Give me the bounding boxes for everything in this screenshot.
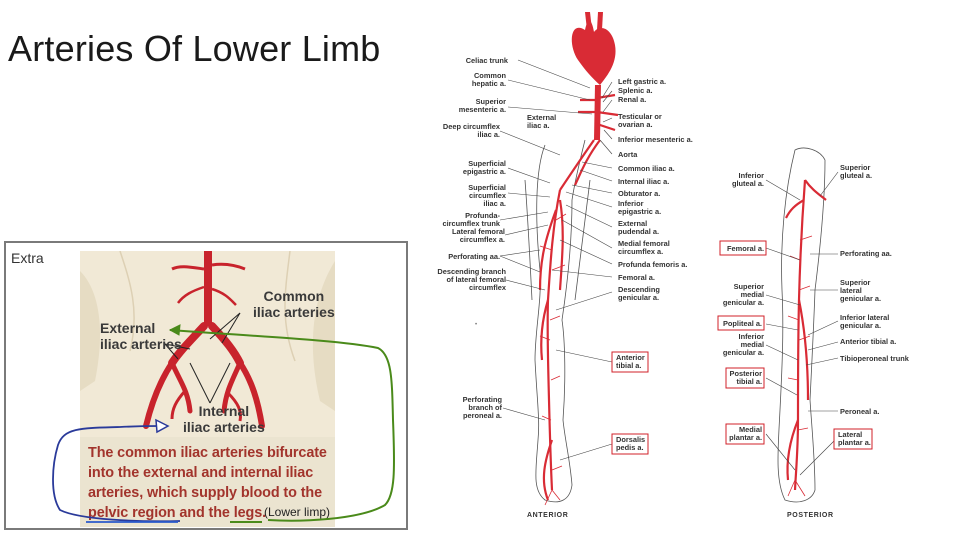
artery-label: Obturator a.	[618, 189, 660, 198]
artery-label: Popliteal a.	[723, 319, 762, 328]
artery-label: Profunda-circumflex trunk	[442, 211, 500, 228]
common-iliac-label-line1: Common	[263, 288, 325, 304]
artery-label: Femoral a.	[618, 273, 655, 282]
artery-label: Splenic a.	[618, 86, 653, 95]
anterior-leg-outline	[524, 139, 591, 503]
slide-title: Arteries Of Lower Limb	[8, 28, 381, 69]
branch-vessel	[211, 262, 246, 271]
background-tissue	[80, 271, 100, 391]
heart-shape	[571, 20, 616, 85]
anterior-small-branches	[539, 213, 567, 506]
artery-label: Tibioperoneal trunk	[840, 354, 910, 363]
background-vessel	[119, 251, 135, 352]
external-iliac-label-line1: External	[100, 320, 156, 336]
label-box	[717, 315, 765, 331]
anterior-artery-network	[538, 93, 619, 501]
label-box	[833, 428, 873, 450]
external-iliac-label-line2: iliac arteries	[100, 336, 182, 352]
anterior-view-label: ANTERIOR	[527, 512, 568, 519]
branch-vessel	[211, 287, 237, 306]
label-box	[611, 433, 649, 455]
artery-label: Peroneal a.	[840, 407, 879, 416]
artery-label: Perforating aa.	[448, 252, 500, 261]
label-box	[719, 240, 767, 256]
common-iliac-label-line2: iliac arteries	[253, 304, 335, 320]
branch-vessel	[171, 265, 205, 271]
artery-label: Celiac trunk	[466, 56, 509, 65]
artery-label: Renal a.	[618, 95, 646, 104]
artery-label: Anterior tibial a.	[840, 337, 896, 346]
artery-label: Inferior mesenteric a.	[618, 135, 693, 144]
extra-label: Extra	[11, 250, 44, 266]
artery-label: Femoral a.	[727, 244, 764, 253]
posterior-leg-outline	[777, 147, 826, 503]
artery-label: Common iliac a.	[618, 164, 675, 173]
label-box	[725, 423, 765, 445]
artery-label: Profunda femoris a.	[618, 260, 687, 269]
label-box	[611, 351, 649, 373]
branch-vessel	[177, 285, 205, 304]
aortic-arch-vessel	[597, 12, 603, 30]
left-external-iliac-vessel	[143, 360, 175, 429]
stray-mark: •	[475, 322, 477, 328]
posterior-view-label: POSTERIOR	[787, 512, 834, 519]
leader-lines	[499, 59, 839, 476]
common-iliac-label: Common iliac arteries	[253, 288, 335, 320]
posterior-artery-network	[785, 179, 827, 491]
aortic-arch-vessel	[585, 12, 592, 30]
external-iliac-label: External iliac arteries	[100, 320, 182, 352]
artery-label: Aorta	[618, 150, 638, 159]
artery-label: Internal iliac a.	[618, 177, 669, 186]
artery-label: Perforating aa.	[840, 249, 892, 258]
aorta-vessel	[204, 251, 212, 326]
artery-label: Left gastric a.	[618, 77, 666, 86]
label-box	[725, 367, 765, 389]
